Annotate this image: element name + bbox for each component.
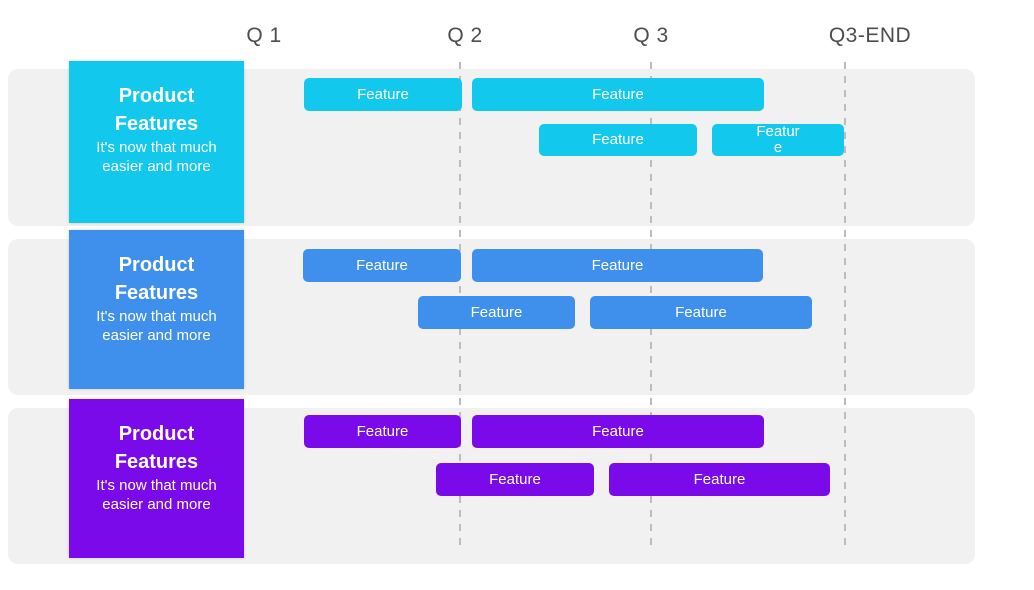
- feature-bar-label: Feature: [356, 256, 408, 274]
- feature-bar-label: Featur e: [756, 124, 800, 156]
- timeline-label-q3end: Q3-END: [828, 24, 912, 47]
- feature-bar[interactable]: Feature: [609, 463, 830, 496]
- feature-bar[interactable]: Feature: [304, 78, 462, 111]
- feature-bar[interactable]: Featur e: [712, 124, 844, 156]
- feature-bar[interactable]: Feature: [472, 78, 764, 111]
- lane-label-box[interactable]: Product Features It's now that much easi…: [69, 230, 244, 389]
- feature-bar-label: Feature: [592, 131, 644, 148]
- feature-bar[interactable]: Feature: [590, 296, 812, 329]
- feature-bar-label: Feature: [693, 470, 746, 488]
- timeline-label-q2: Q 2: [447, 24, 483, 47]
- feature-bar-label: Feature: [357, 85, 409, 103]
- lane-subtitle: It's now that much easier and more: [96, 477, 217, 513]
- gridline-q3end: [844, 62, 846, 547]
- feature-bar-label: Feature: [356, 422, 409, 440]
- feature-bar[interactable]: Feature: [418, 296, 575, 329]
- feature-bar-label: Feature: [591, 256, 644, 274]
- feature-bar[interactable]: Feature: [303, 249, 461, 282]
- feature-bar[interactable]: Feature: [472, 249, 763, 282]
- timeline-label-q1: Q 1: [246, 24, 282, 47]
- feature-bar-label: Feature: [470, 303, 523, 321]
- feature-bar[interactable]: Feature: [436, 463, 594, 496]
- lane-label-box[interactable]: Product Features It's now that much easi…: [69, 61, 244, 223]
- timeline-label-q3: Q 3: [633, 24, 669, 47]
- feature-bar-label: Feature: [592, 85, 644, 103]
- lane-title: Product Features: [114, 423, 199, 473]
- lane-title: Product Features: [114, 85, 199, 135]
- feature-bar[interactable]: Feature: [539, 124, 697, 156]
- lane-subtitle: It's now that much easier and more: [96, 308, 217, 344]
- feature-bar-label: Feature: [675, 303, 727, 321]
- feature-bar[interactable]: Feature: [472, 415, 764, 448]
- lane-title: Product Features: [114, 254, 199, 304]
- feature-bar-label: Feature: [489, 470, 541, 488]
- feature-bar-label: Feature: [592, 422, 644, 440]
- lane-subtitle: It's now that much easier and more: [96, 139, 217, 175]
- lane-label-box[interactable]: Product Features It's now that much easi…: [69, 399, 244, 558]
- feature-bar[interactable]: Feature: [304, 415, 461, 448]
